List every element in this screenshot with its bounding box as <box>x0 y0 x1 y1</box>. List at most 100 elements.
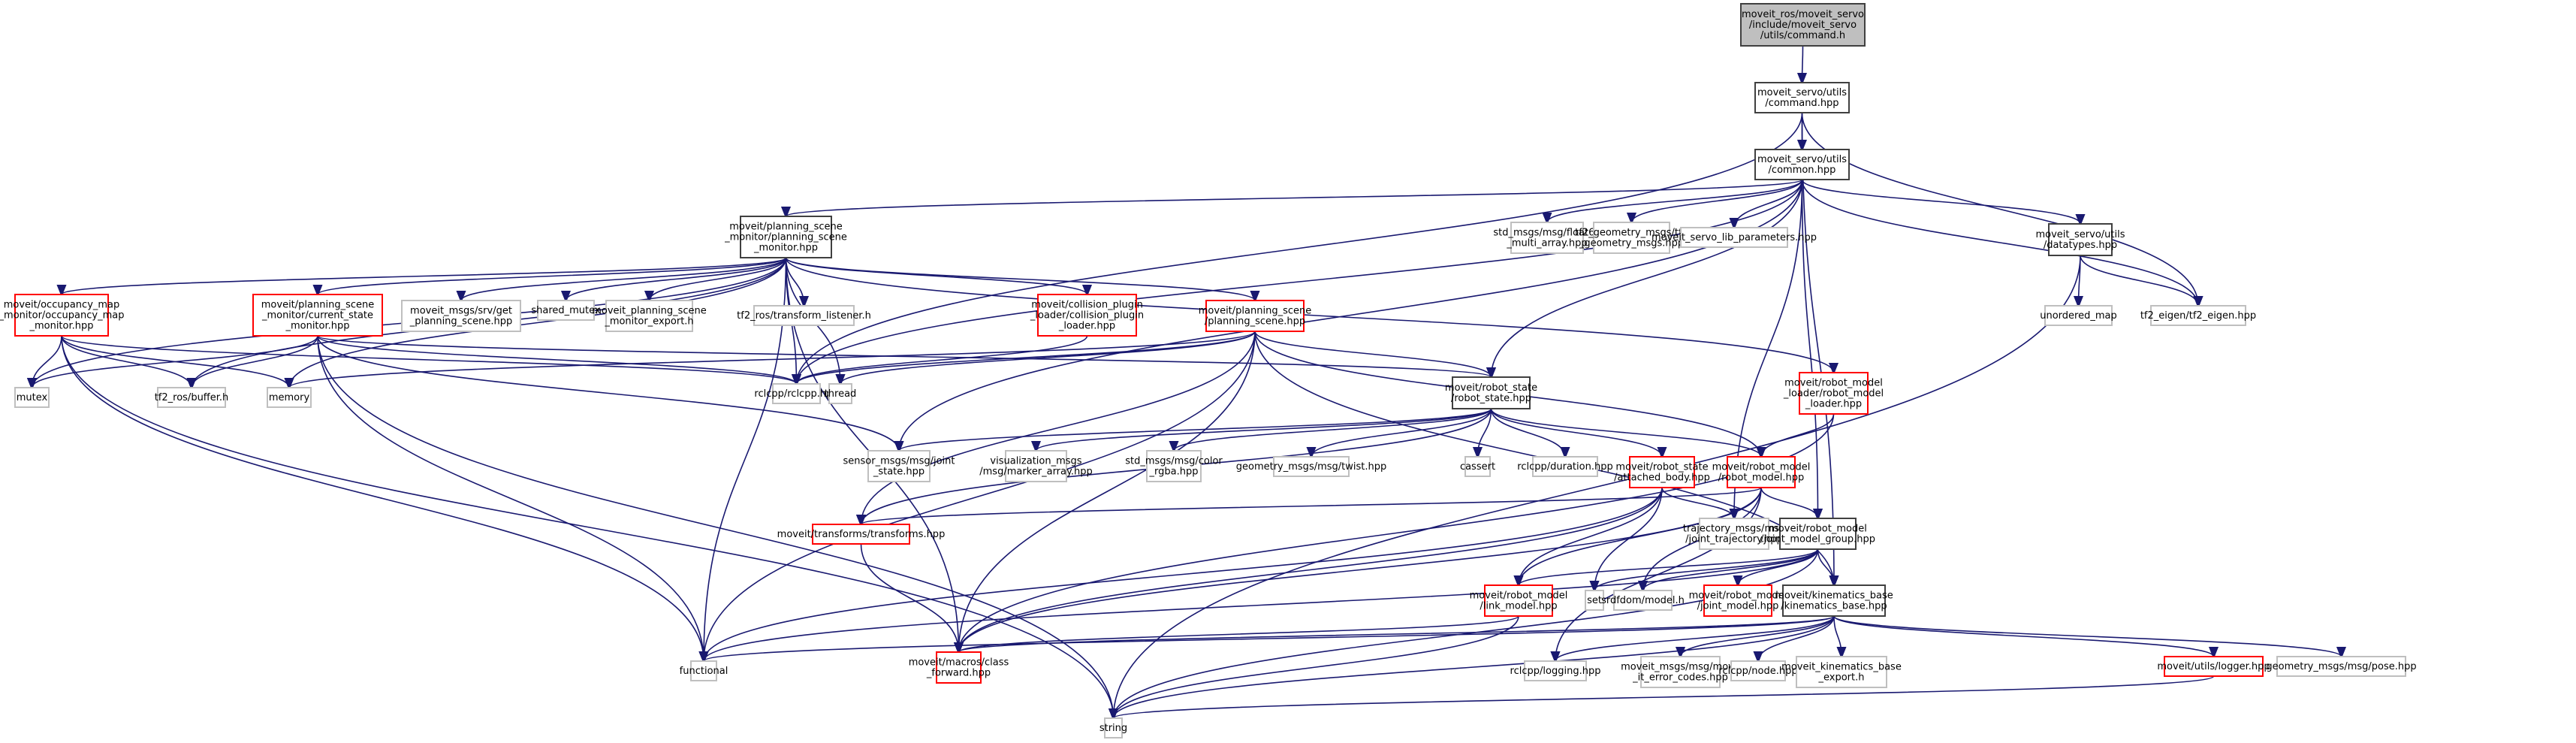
node-box[interactable] <box>1273 456 1350 477</box>
node-cpl[interactable]: moveit/collision_plugin_loader/collision… <box>1030 294 1144 337</box>
node-pose[interactable]: geometry_msgs/msg/pose.hpp <box>2266 656 2417 677</box>
node-servo-params[interactable]: moveit_servo_lib_parameters.hpp <box>1651 227 1817 248</box>
node-box[interactable] <box>1740 3 1866 47</box>
node-link-model[interactable]: moveit/robot_model/link_model.hpp <box>1470 584 1568 617</box>
node-error-codes[interactable]: moveit_msgs/msg/move_it_error_codes.hpp <box>1621 656 1740 688</box>
node-box[interactable] <box>1629 456 1695 488</box>
node-box[interactable] <box>1754 149 1850 180</box>
node-box[interactable] <box>936 651 982 684</box>
node-tf2gm[interactable]: tf2_geometry_msgs/tf2_geometry_msgs.hpp <box>1575 222 1688 254</box>
node-duration[interactable]: rclcpp/duration.hpp <box>1517 456 1613 477</box>
node-robot-model[interactable]: moveit/robot_model/robot_model.hpp <box>1712 456 1811 488</box>
node-box[interactable] <box>1699 518 1769 550</box>
node-box[interactable] <box>1613 590 1673 611</box>
node-box[interactable] <box>14 294 109 337</box>
node-ps[interactable]: moveit/planning_scene/planning_scene.hpp <box>1199 300 1311 332</box>
node-command-hpp[interactable]: moveit_servo/utils/command.hpp <box>1754 82 1850 113</box>
node-box[interactable] <box>1484 584 1553 617</box>
node-box[interactable] <box>157 387 226 408</box>
node-box[interactable] <box>1532 456 1598 477</box>
node-box[interactable] <box>252 294 383 337</box>
node-srdf[interactable]: srdfdom/model.h <box>1601 590 1685 611</box>
node-box[interactable] <box>2164 656 2264 677</box>
node-float64[interactable]: std_msgs/msg/float64_multi_array.hpp <box>1493 222 1601 254</box>
node-datatypes[interactable]: moveit_servo/utils/datatypes.hpp <box>2036 223 2125 256</box>
node-kin-export[interactable]: moveit_kinematics_base_export.h <box>1781 656 1902 688</box>
node-box[interactable] <box>772 383 821 404</box>
node-mutex[interactable]: mutex <box>14 387 50 408</box>
node-rml[interactable]: moveit/robot_model_loader/robot_model_lo… <box>1783 372 1884 415</box>
node-ocm[interactable]: moveit/occupancy_map_monitor/occupancy_m… <box>0 294 124 337</box>
node-box[interactable] <box>753 305 855 326</box>
node-robot-state[interactable]: moveit/robot_state/robot_state.hpp <box>1445 376 1537 409</box>
node-box[interactable] <box>1104 717 1123 738</box>
node-color-rgba[interactable]: std_msgs/msg/color_rgba.hpp <box>1125 450 1223 482</box>
node-thread[interactable]: thread <box>825 383 857 404</box>
node-box[interactable] <box>1524 660 1587 681</box>
node-box[interactable] <box>1730 660 1786 681</box>
node-rclcpp[interactable]: rclcpp/rclcpp.hpp <box>754 383 839 404</box>
node-buffer[interactable]: tf2_ros/buffer.h <box>155 387 229 408</box>
node-box[interactable] <box>1640 656 1721 688</box>
node-marker-array[interactable]: visualization_msgs/msg/marker_array.hpp <box>979 450 1093 482</box>
node-unordered-map[interactable]: unordered_map <box>2040 305 2117 326</box>
node-box[interactable] <box>1754 82 1850 113</box>
node-box[interactable] <box>1146 450 1202 482</box>
node-box[interactable] <box>828 383 852 404</box>
node-box[interactable] <box>2150 305 2246 326</box>
node-box[interactable] <box>2044 305 2113 326</box>
node-box[interactable] <box>1799 372 1869 415</box>
node-box[interactable] <box>1796 656 1887 688</box>
node-box[interactable] <box>2048 223 2113 256</box>
node-shared-mutex[interactable]: shared_mutex <box>531 300 601 321</box>
node-tf2-eigen[interactable]: tf2_eigen/tf2_eigen.hpp <box>2140 305 2256 326</box>
node-box[interactable] <box>812 524 910 545</box>
node-tf-listener[interactable]: tf2_ros/transform_listener.h <box>737 305 871 326</box>
node-box[interactable] <box>1782 584 1886 617</box>
node-csm[interactable]: moveit/planning_scene_monitor/current_st… <box>252 294 383 337</box>
node-box[interactable] <box>1727 456 1796 488</box>
node-common-hpp[interactable]: moveit_servo/utils/common.hpp <box>1754 149 1850 180</box>
node-cassert[interactable]: cassert <box>1460 456 1495 477</box>
node-box[interactable] <box>867 450 931 482</box>
node-box[interactable] <box>14 387 50 408</box>
node-box[interactable] <box>605 300 693 332</box>
node-node[interactable]: rclcpp/node.hpp <box>1718 660 1798 681</box>
node-box[interactable] <box>1205 300 1305 332</box>
node-box[interactable] <box>1593 222 1670 254</box>
node-functional[interactable]: functional <box>680 660 728 681</box>
node-set[interactable]: set <box>1585 590 1604 611</box>
node-box[interactable] <box>1585 590 1604 611</box>
node-transforms[interactable]: moveit/transforms/transforms.hpp <box>777 524 946 545</box>
node-class-forward[interactable]: moveit/macros/class_forward.hpp <box>909 651 1009 684</box>
node-box[interactable] <box>1779 518 1857 550</box>
node-joint-state[interactable]: sensor_msgs/msg/joint_state.hpp <box>843 450 955 482</box>
node-box[interactable] <box>1037 294 1137 337</box>
node-logging[interactable]: rclcpp/logging.hpp <box>1510 660 1601 681</box>
node-box[interactable] <box>740 216 832 258</box>
node-memory[interactable]: memory <box>267 387 312 408</box>
node-box[interactable] <box>267 387 312 408</box>
node-root[interactable]: moveit_ros/moveit_servo/include/moveit_s… <box>1740 3 1866 47</box>
node-joint-traj[interactable]: trajectory_msgs/msg/joint_trajectory.hpp <box>1683 518 1785 550</box>
node-psm[interactable]: moveit/planning_scene_monitor/planning_s… <box>724 216 847 258</box>
node-box[interactable] <box>1464 456 1491 477</box>
node-get-ps[interactable]: moveit_msgs/srv/get_planning_scene.hpp <box>401 300 521 332</box>
node-box[interactable] <box>1703 584 1772 617</box>
node-box[interactable] <box>2276 656 2406 677</box>
node-psm-export[interactable]: moveit_planning_scene_monitor_export.h <box>592 300 707 332</box>
node-box[interactable] <box>401 300 521 332</box>
node-box[interactable] <box>1510 222 1584 254</box>
node-kin-base[interactable]: moveit/kinematics_base/kinematics_base.h… <box>1775 584 1893 617</box>
node-box[interactable] <box>1005 450 1067 482</box>
node-attached-body[interactable]: moveit/robot_state/attached_body.hpp <box>1614 456 1710 488</box>
node-box[interactable] <box>1680 227 1788 248</box>
node-logger[interactable]: moveit/utils/logger.hpp <box>2157 656 2270 677</box>
node-string[interactable]: string <box>1099 717 1127 738</box>
node-joint-model[interactable]: moveit/robot_model/joint_model.hpp <box>1689 584 1787 617</box>
node-box[interactable] <box>537 300 595 321</box>
node-jmg[interactable]: moveit/robot_model/joint_model_group.hpp <box>1760 518 1875 550</box>
node-twist[interactable]: geometry_msgs/msg/twist.hpp <box>1236 456 1387 477</box>
node-box[interactable] <box>690 660 717 681</box>
node-box[interactable] <box>1452 376 1531 409</box>
